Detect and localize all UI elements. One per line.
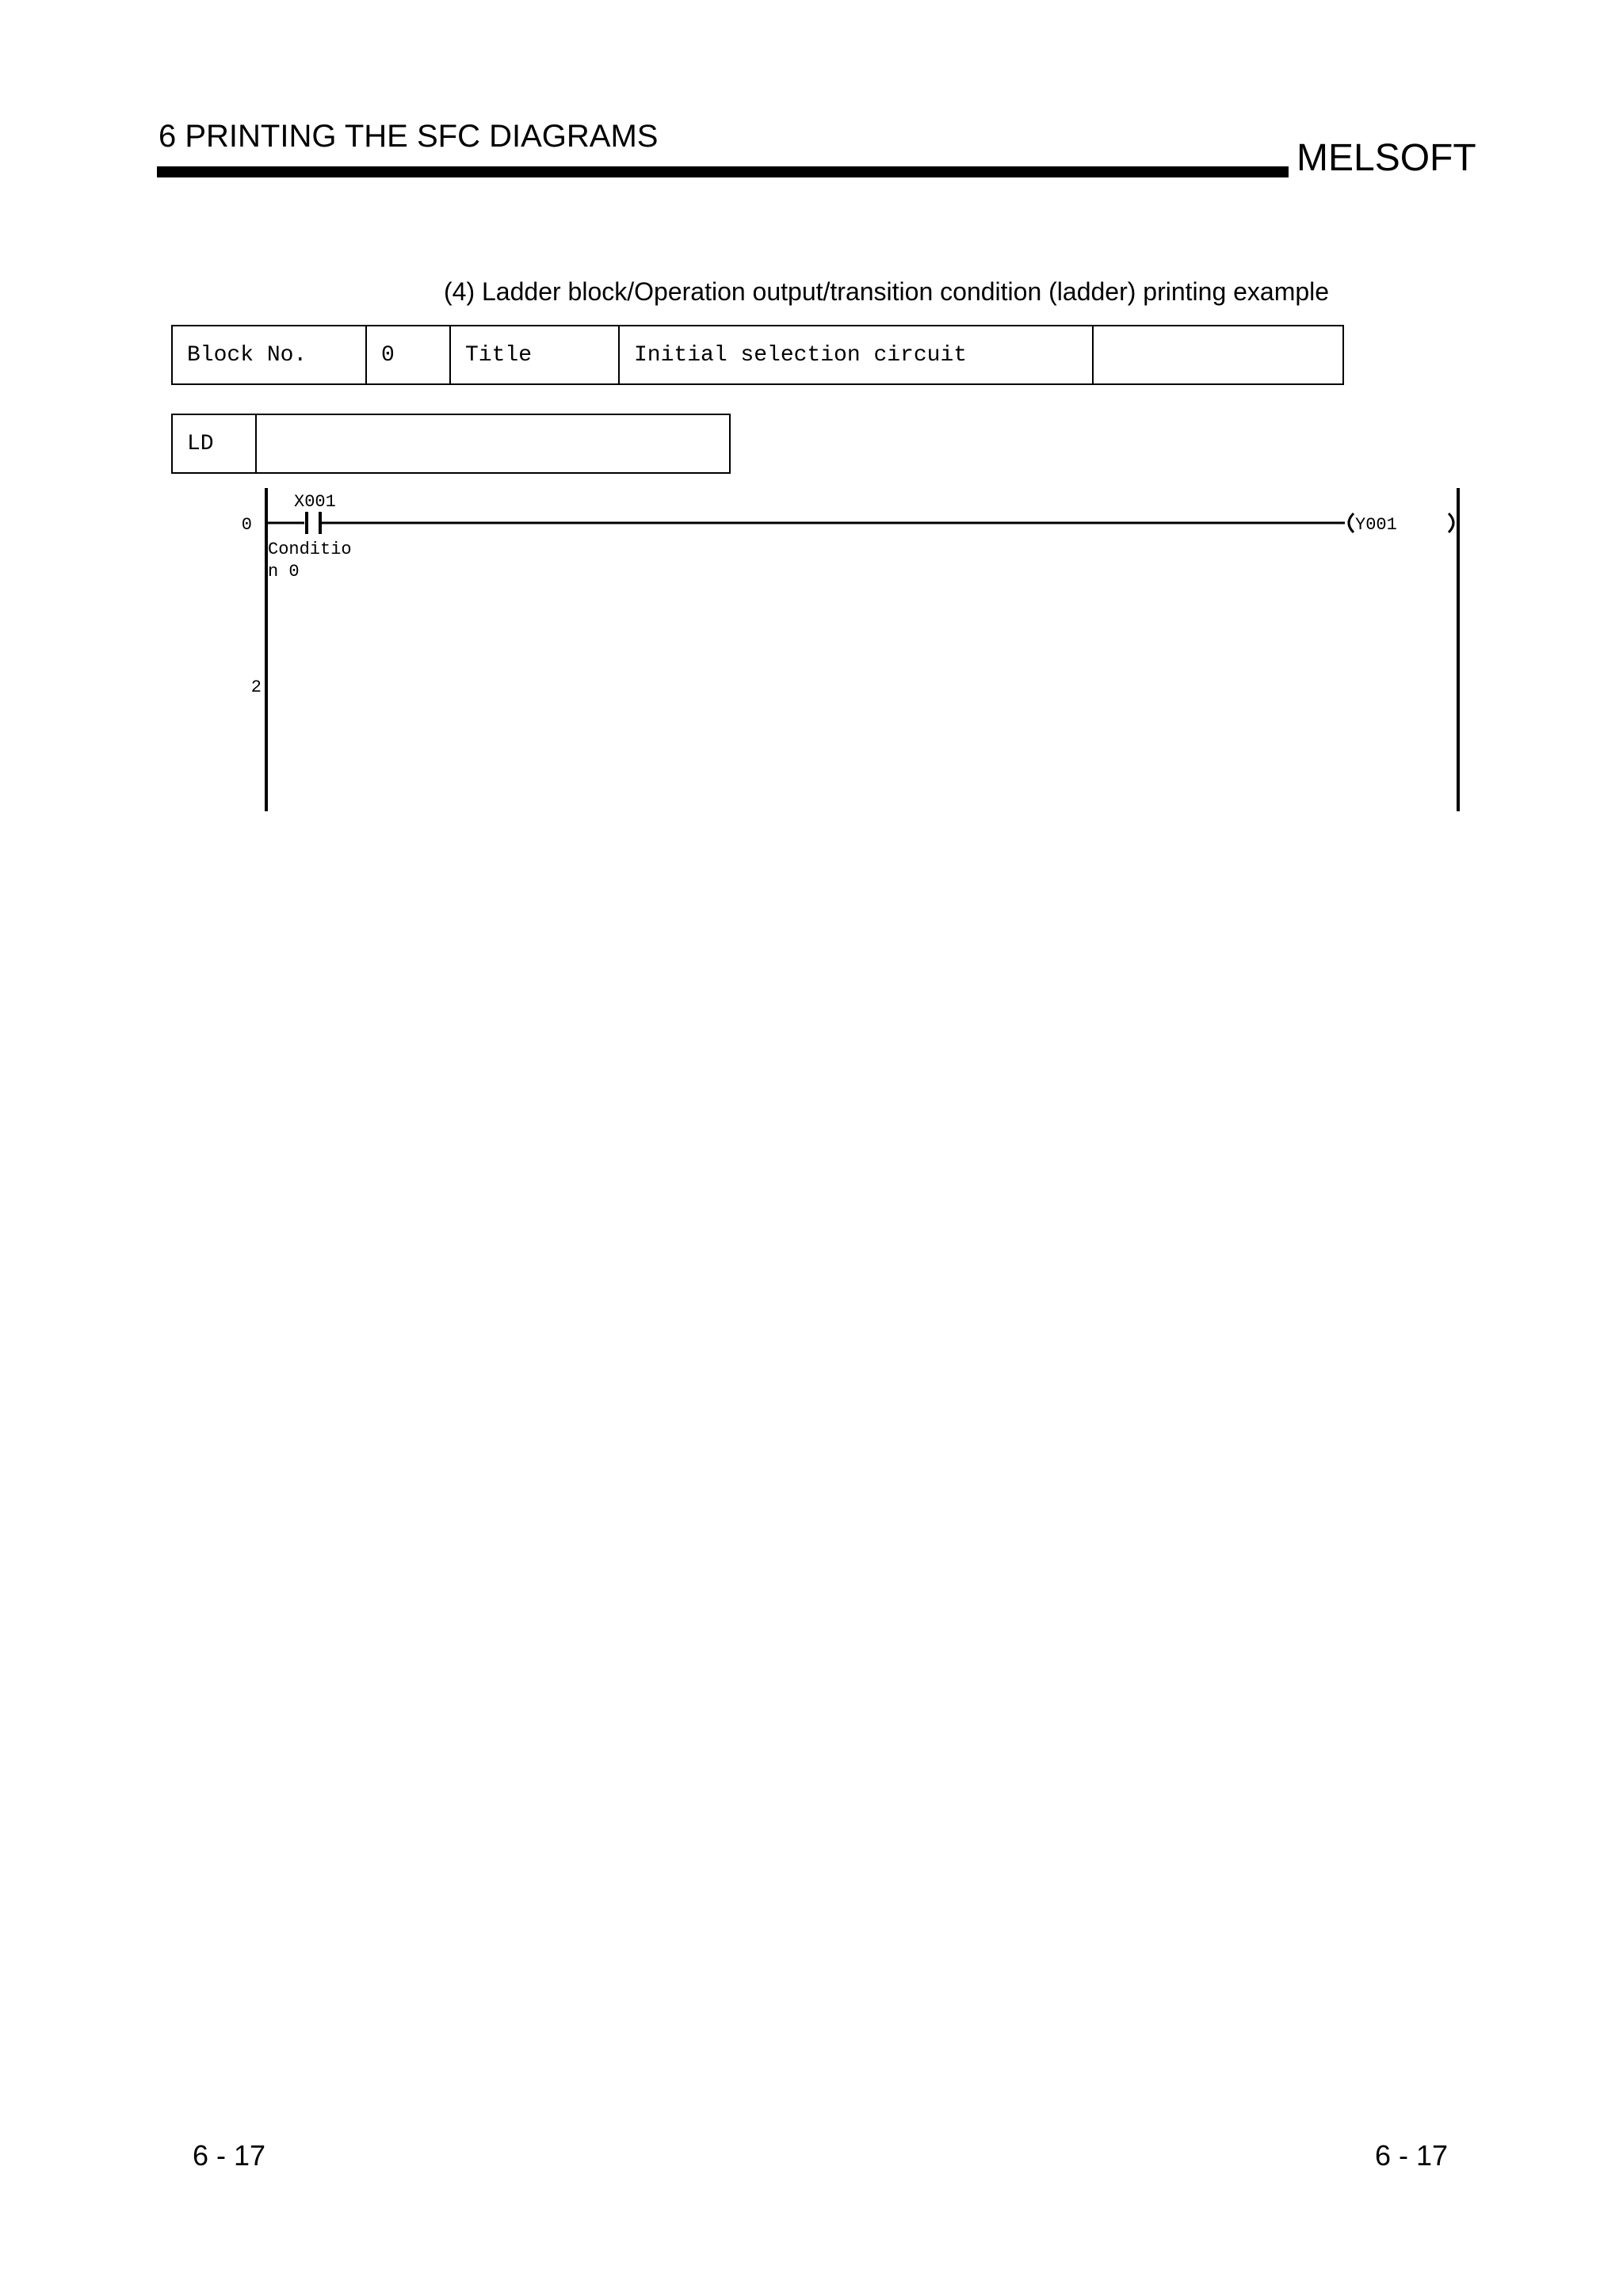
block-info-table: Block No. 0 Title Initial selection circ… bbox=[171, 325, 1344, 385]
coil-device-label: Y001 bbox=[1355, 515, 1397, 535]
title-label: Title bbox=[449, 325, 620, 385]
brand-logo: MELSOFT bbox=[1296, 137, 1476, 179]
header-rule bbox=[157, 166, 1289, 177]
coil-right-bracket-icon bbox=[1447, 512, 1455, 534]
contact-device-label: X001 bbox=[294, 492, 336, 512]
block-no-label: Block No. bbox=[171, 325, 367, 385]
contact-x001-icon bbox=[305, 512, 322, 534]
ld-value bbox=[255, 414, 731, 474]
step-number-2: 2 bbox=[251, 677, 262, 697]
step-number-0: 0 bbox=[242, 515, 252, 535]
section-title: 6 PRINTING THE SFC DIAGRAMS bbox=[158, 119, 659, 154]
contact-comment-line1: Conditio bbox=[268, 540, 352, 559]
page-number-left: 6 - 17 bbox=[193, 2139, 266, 2172]
title-value: Initial selection circuit bbox=[618, 325, 1094, 385]
contact-comment-line2: n 0 bbox=[268, 562, 300, 582]
ld-table: LD bbox=[171, 414, 731, 474]
block-no-value: 0 bbox=[365, 325, 451, 385]
ld-label: LD bbox=[171, 414, 257, 474]
section-caption: (4) Ladder block/Operation output/transi… bbox=[444, 277, 1330, 306]
coil-left-bracket-icon bbox=[1347, 512, 1355, 534]
extra-cell bbox=[1092, 325, 1344, 385]
page-number-right: 6 - 17 bbox=[1375, 2139, 1449, 2172]
